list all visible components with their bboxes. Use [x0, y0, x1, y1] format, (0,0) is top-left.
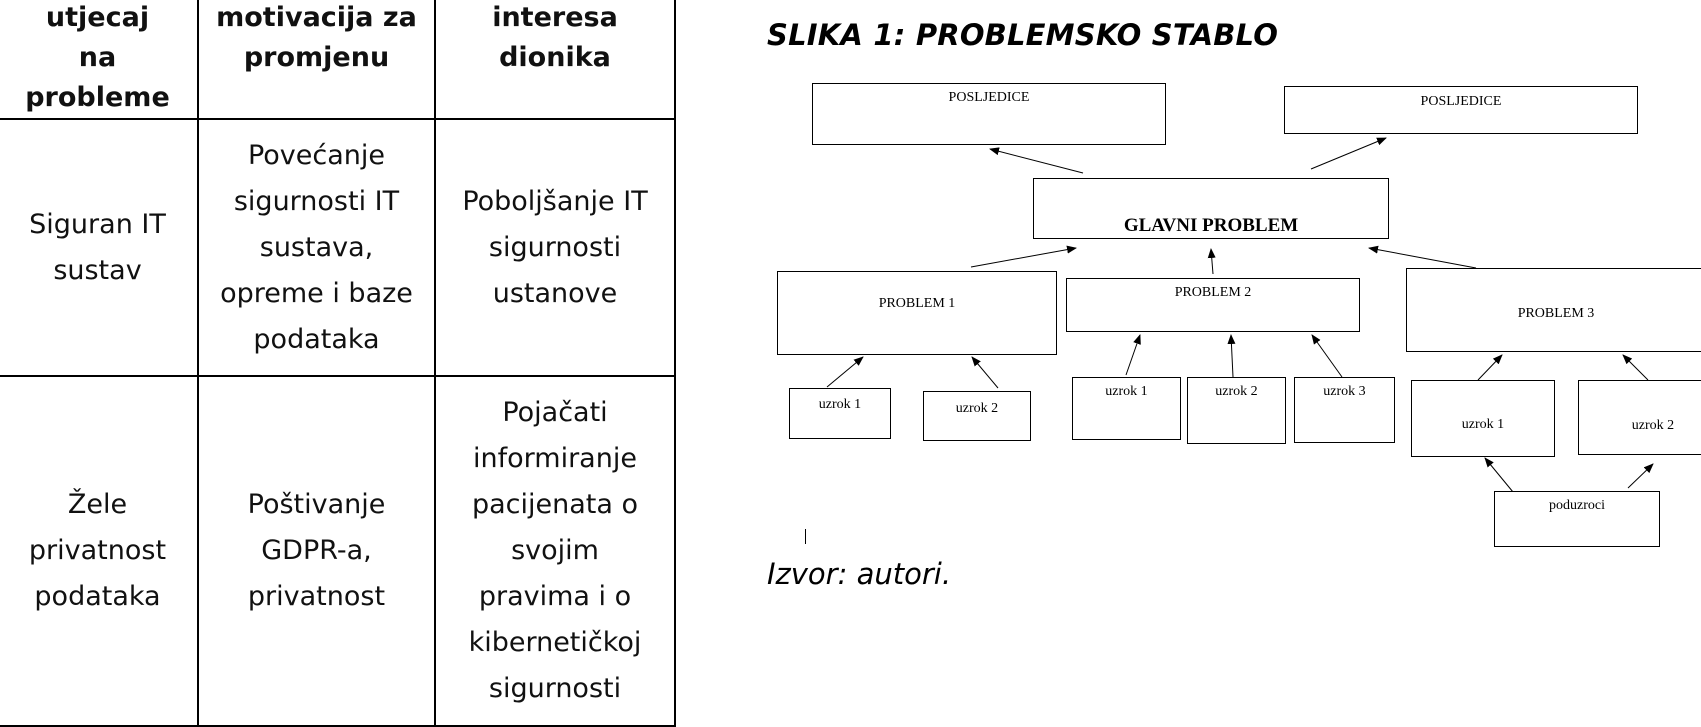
box-label: uzrok 1: [1105, 384, 1148, 399]
header-cell-text: interesa dionika: [492, 2, 618, 73]
consequence-box: POSLJEDICE: [812, 83, 1166, 145]
box-label: POSLJEDICE: [948, 90, 1030, 105]
table-row: Žele privatnost podataka Poštivanje GDPR…: [0, 375, 676, 727]
header-cell: motivacija za promjenu: [197, 0, 436, 120]
box-label: GLAVNI PROBLEM: [1123, 215, 1299, 236]
cell-text: Poboljšanje IT sigurnosti ustanove: [462, 185, 648, 309]
box-label: uzrok 1: [818, 397, 862, 412]
arrow: [1477, 354, 1503, 381]
cause-box: uzrok 2: [1578, 380, 1701, 455]
box-label: PROBLEM 3: [1517, 306, 1595, 321]
cause-box: uzrok 1: [1072, 377, 1181, 440]
cause-box: uzrok 1: [789, 388, 891, 439]
arrow: [1310, 137, 1387, 170]
table-row: Siguran IT sustav Povećanje sigurnosti I…: [0, 118, 676, 377]
table-cell: Siguran IT sustav: [0, 118, 199, 377]
arrow: [1125, 334, 1141, 376]
arrow: [826, 356, 864, 388]
box-label: POSLJEDICE: [1420, 94, 1502, 109]
table-cell: Poboljšanje IT sigurnosti ustanove: [434, 118, 676, 377]
arrow: [1627, 463, 1654, 489]
header-cell: ajnov utjecaj na probleme: [0, 0, 199, 120]
problem-box: PROBLEM 2: [1066, 278, 1360, 332]
arrow: [1207, 248, 1216, 275]
cell-text: Žele privatnost podataka: [28, 489, 167, 612]
box-label: uzrok 3: [1323, 384, 1366, 399]
figure-caption: SLIKA 1: PROBLEMSKO STABLO: [767, 18, 1279, 52]
cause-box: uzrok 3: [1294, 377, 1395, 443]
box-label: uzrok 2: [1631, 418, 1675, 433]
problem-box: PROBLEM 3: [1406, 268, 1701, 352]
box-label: poduzroci: [1549, 498, 1605, 513]
cause-box: uzrok 1: [1411, 380, 1555, 457]
box-label: PROBLEM 1: [878, 296, 956, 311]
stakeholder-table: ajnov utjecaj na probleme motivacija za …: [0, 0, 676, 727]
box-label: uzrok 1: [1461, 417, 1505, 432]
arrow: [970, 245, 1077, 268]
consequence-box: POSLJEDICE: [1284, 86, 1638, 134]
sub-cause-box: poduzroci: [1494, 491, 1660, 547]
figure-source: Izvor: autori.: [767, 557, 952, 591]
cell-text: Siguran IT sustav: [29, 208, 166, 286]
cell-text: Poštivanje GDPR-a, privatnost: [247, 489, 386, 612]
table-header-row: ajnov utjecaj na probleme motivacija za …: [0, 0, 676, 120]
header-cell-text: motivacija za promjenu: [216, 2, 417, 73]
cell-text: Povećanje sigurnosti IT sustava, opreme …: [220, 139, 413, 355]
text-cursor: [805, 529, 806, 544]
arrow: [971, 356, 999, 389]
cause-box: uzrok 2: [923, 391, 1031, 441]
header-cell-text: ajnov utjecaj na probleme: [25, 2, 170, 113]
arrow: [1622, 354, 1649, 381]
main-problem-box: GLAVNI PROBLEM: [1033, 178, 1389, 239]
table-cell: Žele privatnost podataka: [0, 375, 199, 727]
arrow: [1311, 334, 1343, 378]
cause-box: uzrok 2: [1187, 377, 1286, 444]
box-label: uzrok 2: [955, 401, 999, 416]
box-label: uzrok 2: [1215, 384, 1258, 399]
cell-text: Pojačati informiranje pacijenata o svoji…: [468, 397, 642, 704]
table-cell: Pojačati informiranje pacijenata o svoji…: [434, 375, 676, 727]
arrow: [1484, 457, 1514, 493]
header-cell: interesa dionika: [434, 0, 676, 120]
arrow: [1227, 334, 1236, 378]
arrow: [989, 147, 1084, 174]
problem-box: PROBLEM 1: [777, 271, 1057, 355]
table-cell: Povećanje sigurnosti IT sustava, opreme …: [197, 118, 436, 377]
arrow: [1368, 245, 1477, 269]
box-label: PROBLEM 2: [1174, 285, 1252, 300]
diagram-arrows: [826, 137, 1654, 493]
